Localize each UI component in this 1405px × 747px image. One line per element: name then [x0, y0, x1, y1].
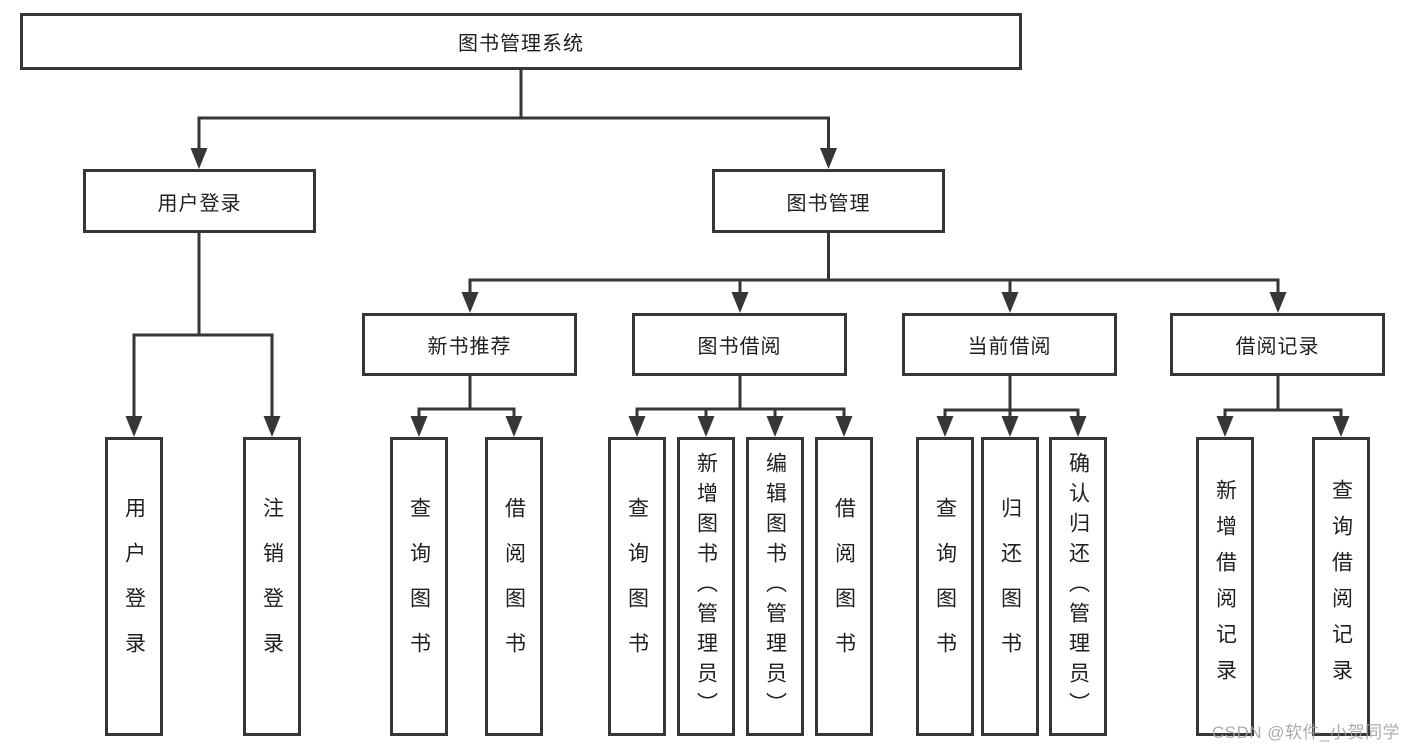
- leaf-borrow-add-admin: 新增图书（管理员）: [677, 437, 735, 736]
- leaf-borrow-book: 借阅图书: [815, 437, 873, 736]
- node-current-borrow: 当前借阅: [902, 313, 1117, 376]
- leaf-user-login-label: 用户登录: [122, 496, 146, 677]
- leaf-new-book-borrow-label: 借阅图书: [502, 496, 526, 677]
- connector-root-to-level2: [190, 69, 837, 169]
- node-borrow-records-label: 借阅记录: [1235, 336, 1320, 358]
- leaf-logout: 注销登录: [243, 437, 301, 736]
- leaf-new-book-query-label: 查询图书: [407, 496, 431, 677]
- leaf-borrow-query: 查询图书: [608, 437, 666, 736]
- leaf-borrow-book-label: 借阅图书: [832, 496, 856, 677]
- leaf-borrow-add-admin-label: 新增图书（管理员）: [694, 451, 718, 722]
- node-root-label: 图书管理系统: [458, 33, 584, 55]
- leaf-borrow-edit-admin-label: 编辑图书（管理员）: [763, 451, 787, 722]
- connector-current-borrow-to-leaves: [936, 376, 1087, 437]
- leaf-new-book-query: 查询图书: [390, 437, 448, 736]
- node-book-management-label: 图书管理: [786, 192, 871, 215]
- connector-book-borrow-to-leaves: [628, 376, 853, 437]
- node-root: 图书管理系统: [20, 13, 1022, 70]
- leaf-current-return: 归还图书: [981, 437, 1039, 736]
- leaf-current-return-label: 归还图书: [998, 496, 1022, 677]
- leaf-current-confirm-admin-label: 确认归还（管理员）: [1066, 451, 1090, 722]
- leaf-records-add-label: 新增借阅记录: [1213, 478, 1237, 695]
- node-new-book-recommend-label: 新书推荐: [427, 336, 512, 358]
- connector-borrow-records-to-leaves: [1216, 376, 1350, 437]
- node-book-borrow-label: 图书借阅: [697, 336, 782, 358]
- node-user-login: 用户登录: [83, 169, 316, 233]
- leaf-current-query-label: 查询图书: [933, 496, 957, 677]
- node-book-borrow: 图书借阅: [632, 313, 847, 376]
- csdn-watermark: CSDN @软件_小贺同学: [1211, 723, 1400, 742]
- leaf-borrow-query-label: 查询图书: [625, 496, 649, 677]
- leaf-user-login: 用户登录: [105, 437, 163, 736]
- node-borrow-records: 借阅记录: [1170, 313, 1385, 376]
- connector-book-management-to-sections: [461, 233, 1287, 313]
- leaf-new-book-borrow: 借阅图书: [485, 437, 543, 736]
- connector-user-login-to-leaves: [125, 233, 281, 437]
- node-new-book-recommend: 新书推荐: [362, 313, 577, 376]
- node-book-management: 图书管理: [712, 169, 945, 233]
- leaf-records-query-label: 查询借阅记录: [1329, 478, 1353, 695]
- connector-new-book-to-leaves: [410, 376, 523, 437]
- node-user-login-label: 用户登录: [157, 192, 242, 215]
- leaf-current-confirm-admin: 确认归还（管理员）: [1049, 437, 1107, 736]
- leaf-records-query: 查询借阅记录: [1312, 437, 1370, 736]
- leaf-logout-label: 注销登录: [260, 496, 284, 677]
- node-current-borrow-label: 当前借阅: [967, 336, 1052, 358]
- leaf-records-add: 新增借阅记录: [1196, 437, 1254, 736]
- leaf-current-query: 查询图书: [916, 437, 974, 736]
- leaf-borrow-edit-admin: 编辑图书（管理员）: [746, 437, 804, 736]
